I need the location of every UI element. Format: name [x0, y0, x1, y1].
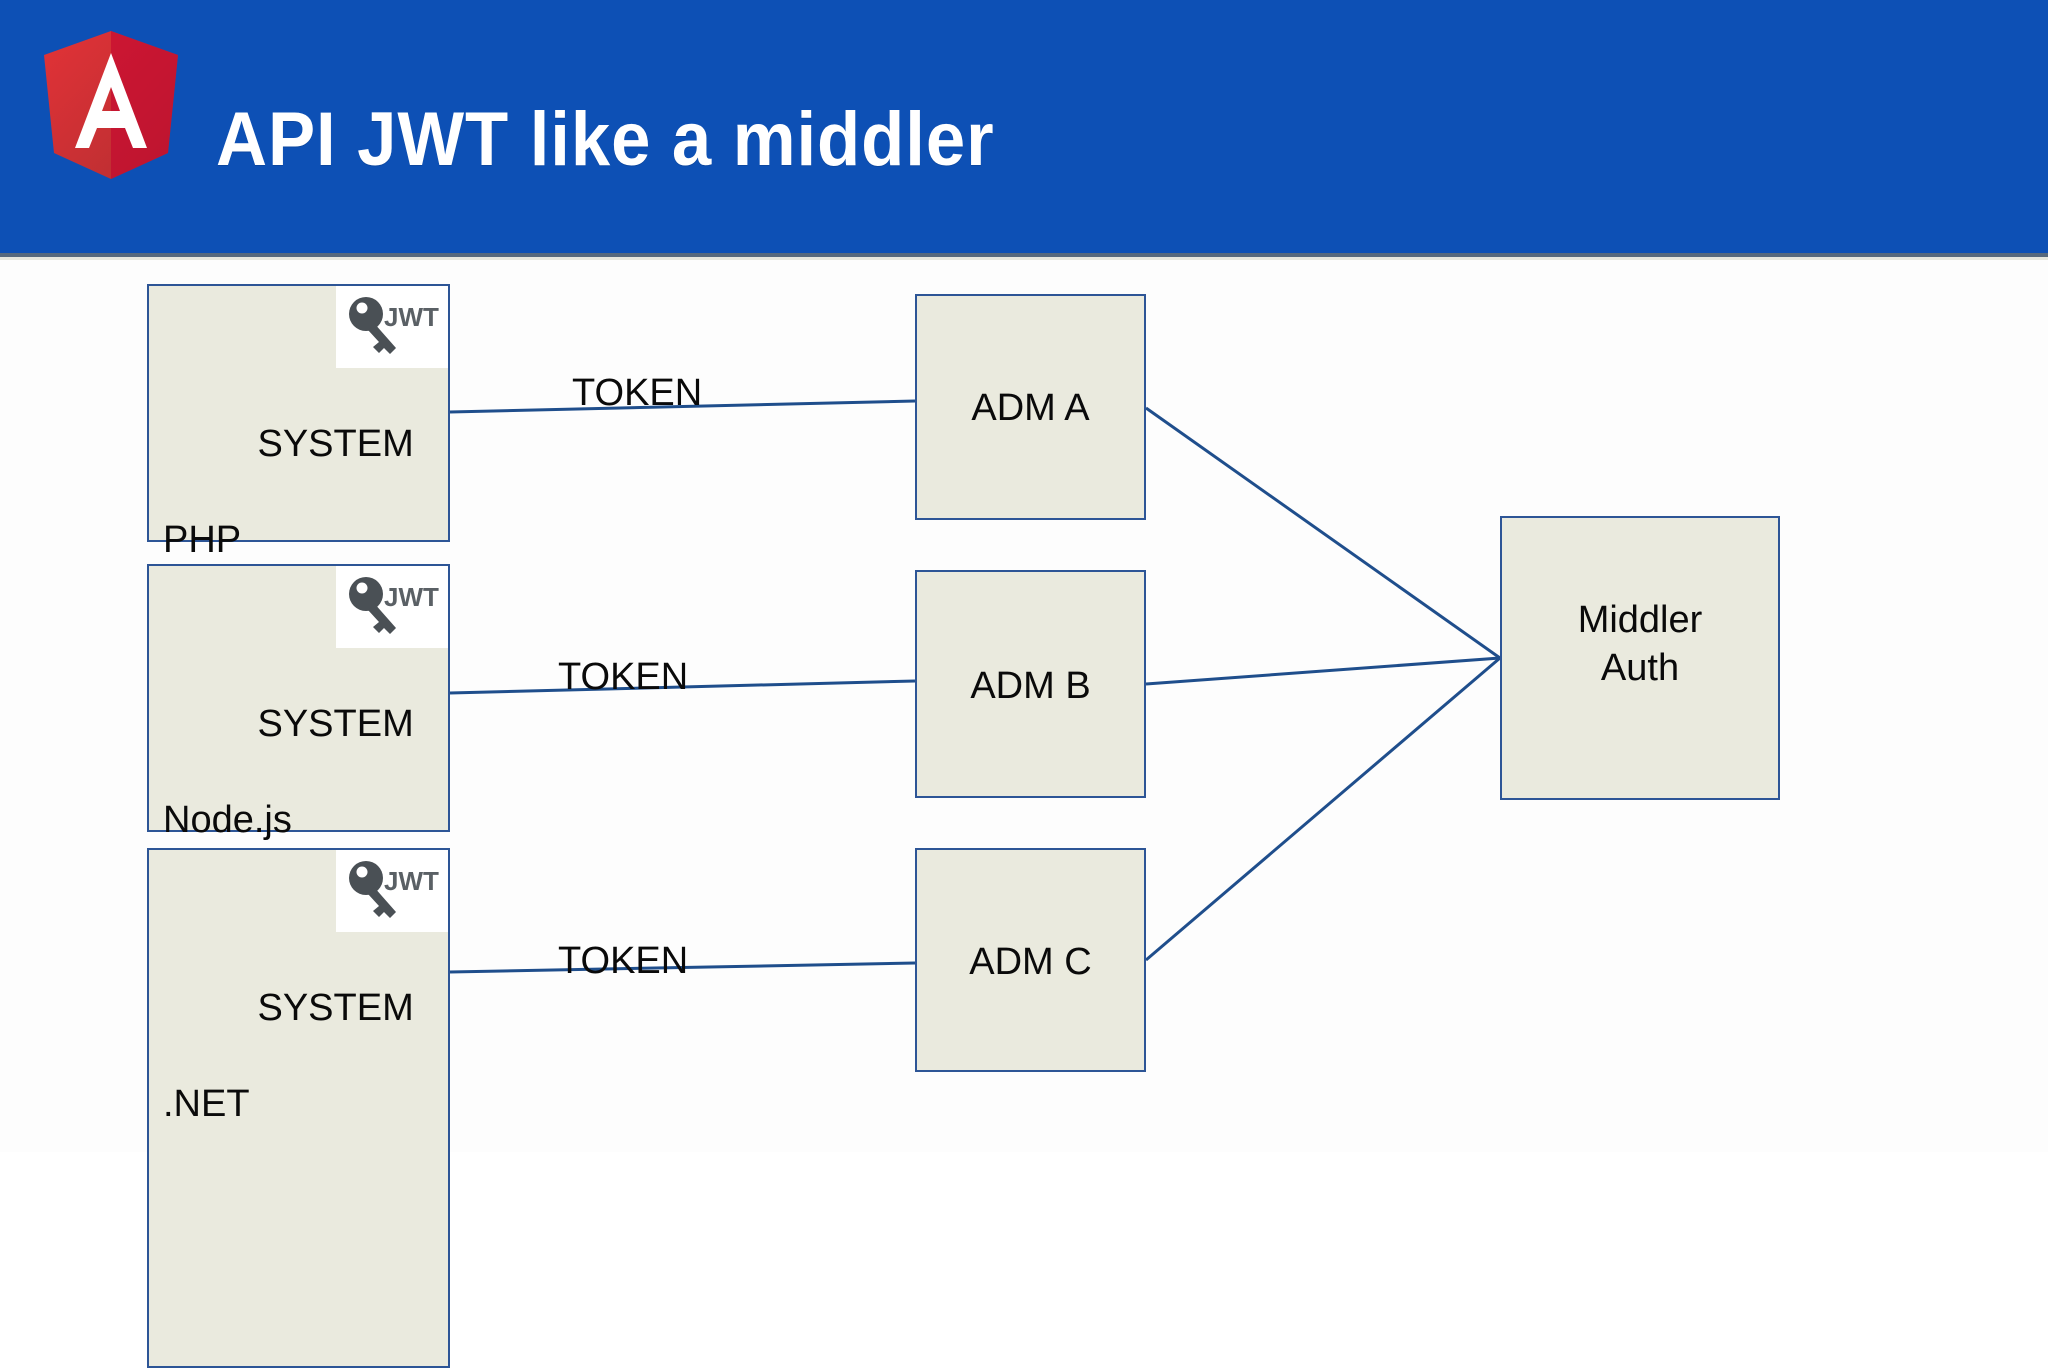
connector-lines: [449, 399, 1501, 974]
jwt-key-icon: JWT: [336, 286, 448, 368]
system-nodejs-line1: SYSTEM: [257, 703, 414, 745]
token-label-3: TOKEN: [558, 940, 689, 982]
adm-b-label: ADM B: [970, 665, 1091, 707]
system-php-line2: PHP: [163, 519, 242, 561]
system-nodejs-node[interactable]: JWT SYSTEM Node.js: [147, 564, 450, 841]
system-dotnet-line1: SYSTEM: [257, 987, 414, 1029]
adm-b-node[interactable]: ADM B: [915, 570, 1146, 798]
token-label-1: TOKEN: [572, 372, 703, 414]
svg-text:JWT: JWT: [384, 302, 439, 332]
adm-c-label: ADM C: [969, 941, 1092, 983]
middler-auth-line1: Middler: [1577, 599, 1703, 641]
svg-text:JWT: JWT: [384, 582, 439, 612]
adm-a-node[interactable]: ADM A: [915, 294, 1146, 520]
system-php-line1: SYSTEM: [257, 423, 414, 465]
header-bottom-edge: [0, 253, 2048, 257]
page-title: API JWT like a middler: [216, 97, 995, 182]
system-dotnet-line2: .NET: [163, 1083, 250, 1125]
diagram-area: JWT SYSTEM PHP JWT SYSTEM Node.js: [0, 260, 2048, 1368]
middler-auth-line2: Auth: [1600, 647, 1680, 689]
system-dotnet-label: SYSTEM .NET: [163, 936, 414, 1224]
middler-auth-node[interactable]: Middler Auth: [1500, 516, 1780, 800]
header-bottom-edge-light: [0, 257, 2048, 260]
token-label-2: TOKEN: [558, 656, 689, 698]
adm-c-node[interactable]: ADM C: [915, 848, 1146, 1072]
svg-text:JWT: JWT: [384, 866, 439, 896]
slide-header-band: [0, 0, 2048, 253]
system-nodejs-label: SYSTEM Node.js: [163, 652, 414, 940]
system-nodejs-line2: Node.js: [163, 799, 292, 841]
jwt-key-icon: JWT: [336, 566, 448, 648]
angular-shield-logo-icon: [44, 31, 178, 179]
jwt-key-icon: JWT: [336, 850, 448, 932]
system-dotnet-node[interactable]: JWT SYSTEM .NET: [147, 848, 450, 1368]
system-php-node[interactable]: JWT SYSTEM PHP: [147, 284, 450, 561]
adm-a-label: ADM A: [971, 387, 1090, 429]
system-php-label: SYSTEM PHP: [163, 372, 414, 660]
